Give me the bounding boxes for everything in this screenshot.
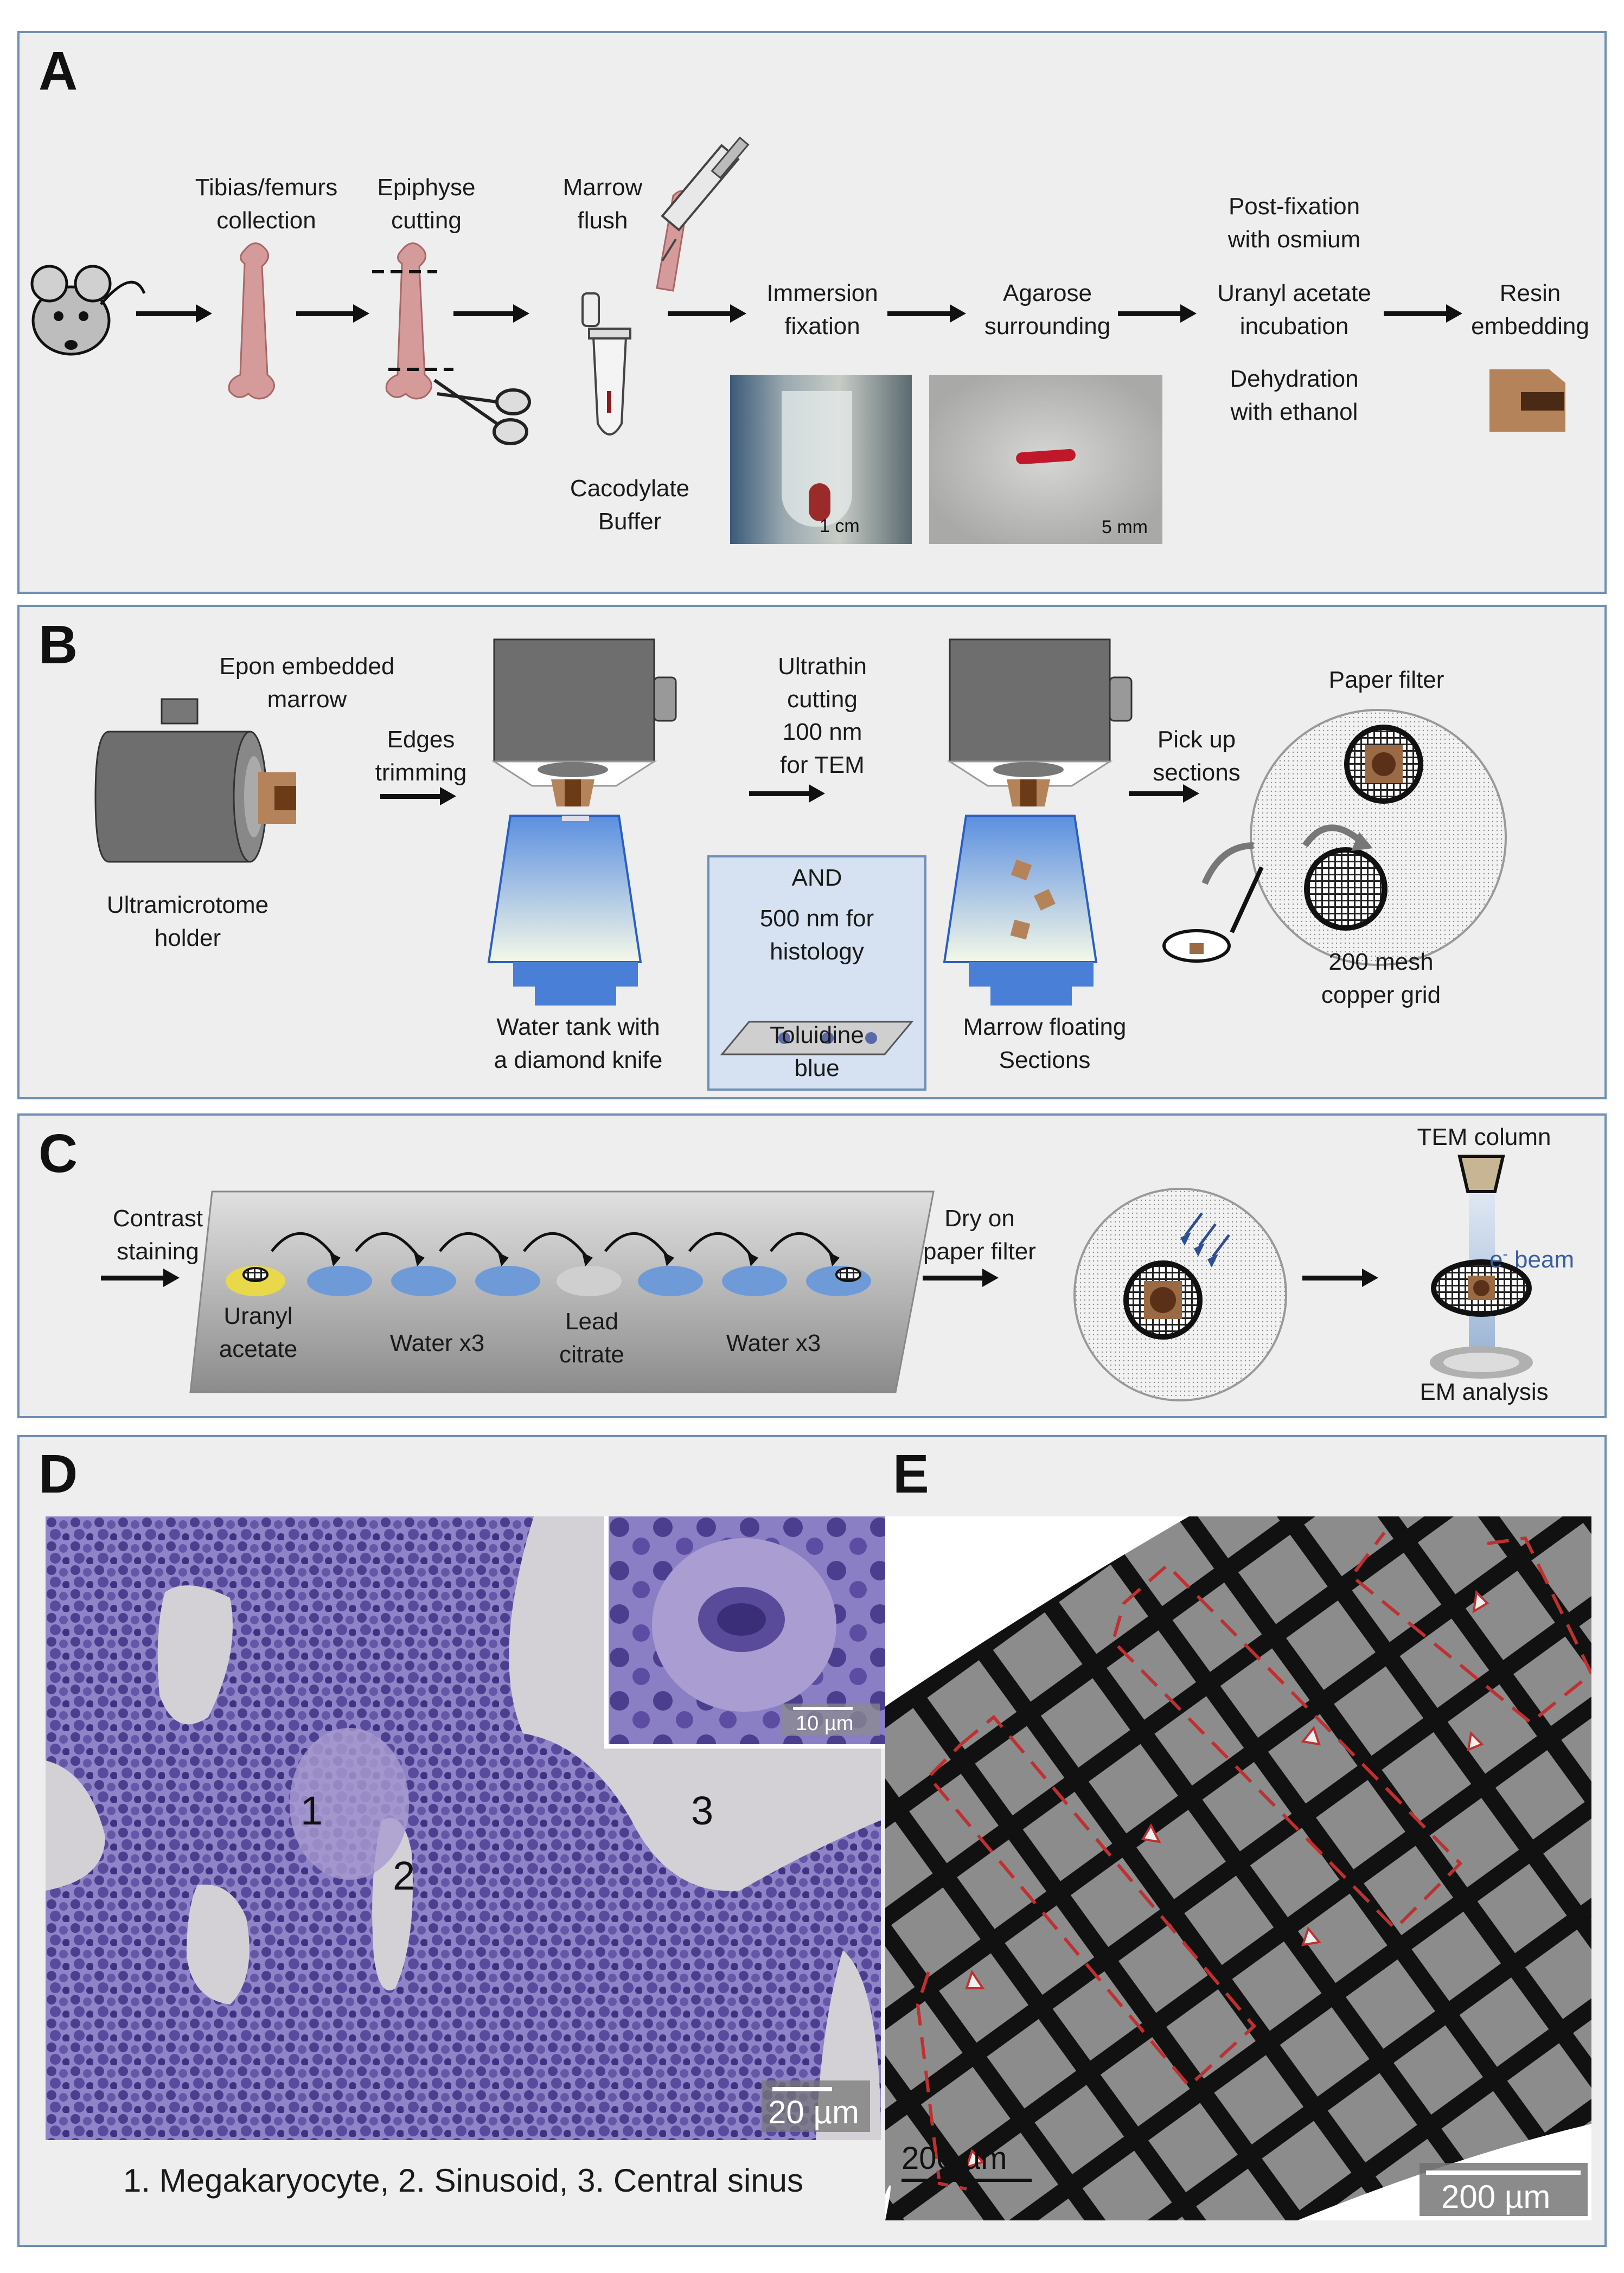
label-floating: Marrow floating Sections	[963, 1014, 1127, 1073]
arrows-c	[101, 1269, 1378, 1287]
panel-a-graphics	[30, 136, 1565, 520]
label-collection: Tibias/femurs collection	[195, 174, 338, 234]
scale-box-200um: 200 µm	[1420, 2163, 1588, 2216]
label-ultrathin: Ultrathin cutting 100 nm for TEM	[778, 653, 867, 779]
dry-filter-icon	[1073, 1188, 1287, 1401]
label-resin: Resin embedding	[1471, 280, 1589, 340]
number-2: 2	[393, 1853, 415, 1898]
syringe-icon	[656, 136, 750, 292]
label-and: AND	[791, 865, 842, 891]
label-dry: Dry on paper filter	[923, 1205, 1036, 1265]
caption-d: 1. Megakaryocyte, 2. Sinusoid, 3. Centra…	[123, 2162, 803, 2199]
label-uranyl-acetate: Uranyl acetate	[219, 1303, 298, 1362]
loop-tool-icon	[1162, 842, 1264, 963]
label-histology: 500 nm for histology	[759, 905, 874, 965]
scale-box-10um: 10 µm	[782, 1704, 880, 1736]
arrows-b	[380, 784, 1199, 805]
microtome-head-icon	[491, 638, 677, 806]
cut-bone-icon	[372, 242, 453, 400]
panel-c: C	[17, 1113, 1607, 1418]
scale-inner-e: 200 µm	[901, 2140, 1037, 2182]
floating-sections-tank-icon	[943, 815, 1098, 1006]
label-toluidine: Toluidine blue	[770, 1022, 864, 1081]
glass-slide-icon	[720, 1021, 914, 1055]
label-marrow-flush: Marrow flush	[562, 174, 643, 234]
scale-5mm: 5 mm	[1102, 517, 1148, 537]
label-water-tank: Water tank with a diamond knife	[494, 1014, 663, 1073]
number-3: 3	[691, 1788, 714, 1833]
label-beam: beam	[1507, 1246, 1575, 1273]
panel-letter-d: D	[39, 1444, 78, 1504]
label-e-beam: e- beam	[1489, 1211, 1598, 1276]
tem-grid-micrograph: 200 µm 200 µm	[885, 1516, 1591, 2220]
resin-block-icon	[1489, 369, 1565, 432]
ultramicrotome-holder-icon	[94, 698, 296, 863]
label-pickup: Pick up sections	[1153, 726, 1241, 786]
label-grid: 200 mesh copper grid	[1321, 949, 1441, 1008]
scale-20um: 20 µm	[768, 2094, 859, 2130]
panel-b: B	[17, 605, 1607, 1099]
label-e: e	[1489, 1246, 1503, 1273]
tem-column-icon	[1430, 1155, 1533, 1379]
label-agarose: Agarose surrounding	[984, 280, 1111, 340]
bone-icon	[228, 242, 275, 400]
transfer-arrows	[271, 1232, 834, 1258]
label-immersion: Immersion fixation	[766, 280, 878, 340]
drops	[226, 1266, 871, 1296]
label-cacodylate: Cacodylate Buffer	[570, 475, 690, 535]
label-contrast: Contrast staining	[112, 1205, 203, 1265]
label-postfix: Post-fixation with osmium	[1227, 193, 1361, 253]
panel-letter-b: B	[39, 614, 78, 675]
label-epiphyse: Epiphyse cutting	[377, 174, 476, 234]
scale-200um: 200 µm	[1441, 2179, 1551, 2215]
panel-de: D E 1 2 3	[17, 1435, 1607, 2247]
label-edges: Edges trimming	[375, 726, 467, 786]
label-water-2: Water x3	[726, 1330, 821, 1356]
megakaryocyte-inset: 10 µm	[604, 1516, 885, 1749]
label-tem-column: TEM column	[1417, 1124, 1551, 1150]
label-uranyl: Uranyl acetate incubation	[1217, 280, 1371, 340]
tem-grid-graphic	[885, 1516, 1591, 2220]
arrows-a	[136, 304, 1462, 323]
scissors-icon	[433, 379, 531, 445]
panel-a: A	[17, 31, 1607, 594]
label-dehydration: Dehydration with ethanol	[1230, 366, 1359, 425]
label-paper-filter: Paper filter	[1328, 667, 1444, 693]
scale-box-20um: 20 µm	[762, 2080, 870, 2132]
label-epon: Epon embedded marrow	[219, 653, 395, 713]
scale-inner-label: 200 µm	[901, 2141, 1007, 2176]
panel-letter-c: C	[39, 1123, 78, 1184]
label-lead: Lead citrate	[559, 1308, 624, 1368]
panel-letter-e: E	[893, 1444, 929, 1504]
microtome-head-2-icon	[947, 638, 1133, 806]
paper-filter-icon	[1250, 709, 1507, 966]
panel-letter-a: A	[39, 41, 78, 101]
label-water-1: Water x3	[389, 1330, 485, 1356]
staining-tray	[189, 1190, 935, 1393]
label-holder: Ultramicrotome holder	[106, 892, 269, 951]
label-e-sup: -	[1502, 1245, 1508, 1263]
agarose-photo: 5 mm	[929, 375, 1162, 544]
water-tank-icon	[487, 815, 642, 1006]
label-em-analysis: EM analysis	[1420, 1379, 1549, 1405]
mouse-icon	[30, 265, 146, 356]
immersion-photo: 1 cm	[730, 375, 912, 544]
eppendorf-tube-icon	[581, 292, 631, 436]
scale-1cm: 1 cm	[820, 516, 860, 536]
number-1: 1	[300, 1788, 323, 1833]
panel-c-graphics	[101, 1155, 1533, 1401]
panel-b-graphics	[94, 638, 1507, 1091]
scale-10um: 10 µm	[796, 1712, 854, 1735]
